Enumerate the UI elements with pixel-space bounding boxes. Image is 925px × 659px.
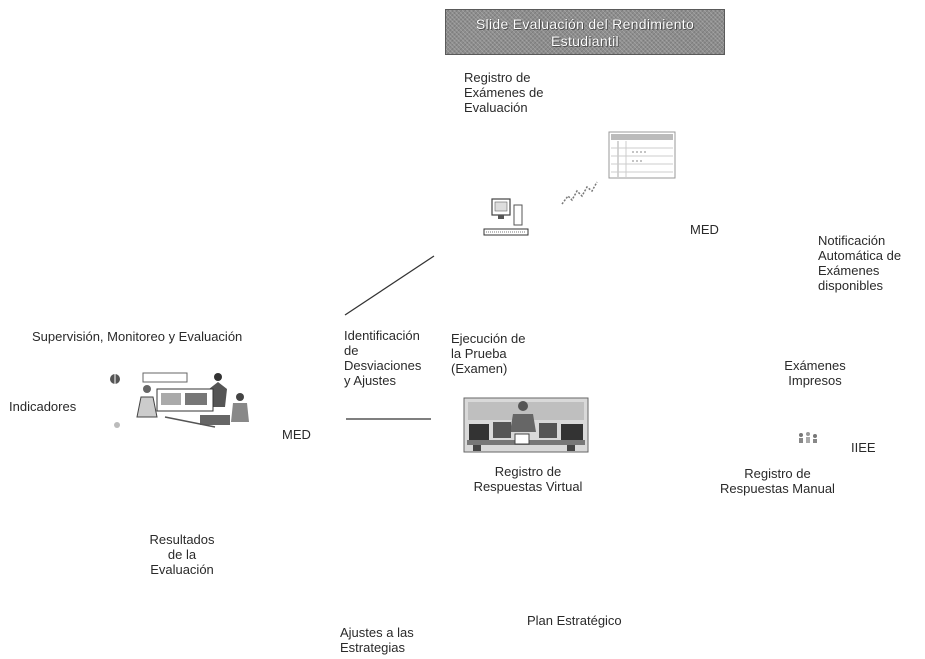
label-plan: Plan Estratégico [527,613,622,628]
label-registro-examenes: Registro de Exámenes de Evaluación [464,70,544,115]
computer-workstation-icon [483,198,529,236]
label-identificacion: Identificación de Desviaciones y Ajustes [344,328,422,388]
label-indicadores: Indicadores [9,399,77,414]
label-notificacion: Notificación Automática de Exámenes disp… [818,233,902,293]
connector-diagonal [344,255,435,316]
label-med-top: MED [690,222,719,237]
label-ejecucion: Ejecución de la Prueba (Examen) [451,331,526,376]
office-meeting-icon [110,372,249,428]
label-iiee: IIEE [851,440,876,455]
diagram-title: Slide Evaluación del Rendimiento Estudia… [445,9,725,55]
label-supervision: Supervisión, Monitoreo y Evaluación [32,329,243,344]
small-people-icon [799,432,817,443]
label-registro-virtual: Registro de Respuestas Virtual [473,464,583,494]
label-ajustes: Ajustes a las Estrategias [340,625,414,655]
label-registro-manual: Registro de Respuestas Manual [720,466,835,496]
label-med-left: MED [282,427,311,442]
classroom-computers-icon [463,397,589,453]
label-examenes-impresos: Exámenes Impresos [784,358,846,388]
label-resultados: Resultados de la Evaluación [149,532,215,577]
document-table-icon [608,131,676,179]
network-wave-icon [561,181,598,205]
